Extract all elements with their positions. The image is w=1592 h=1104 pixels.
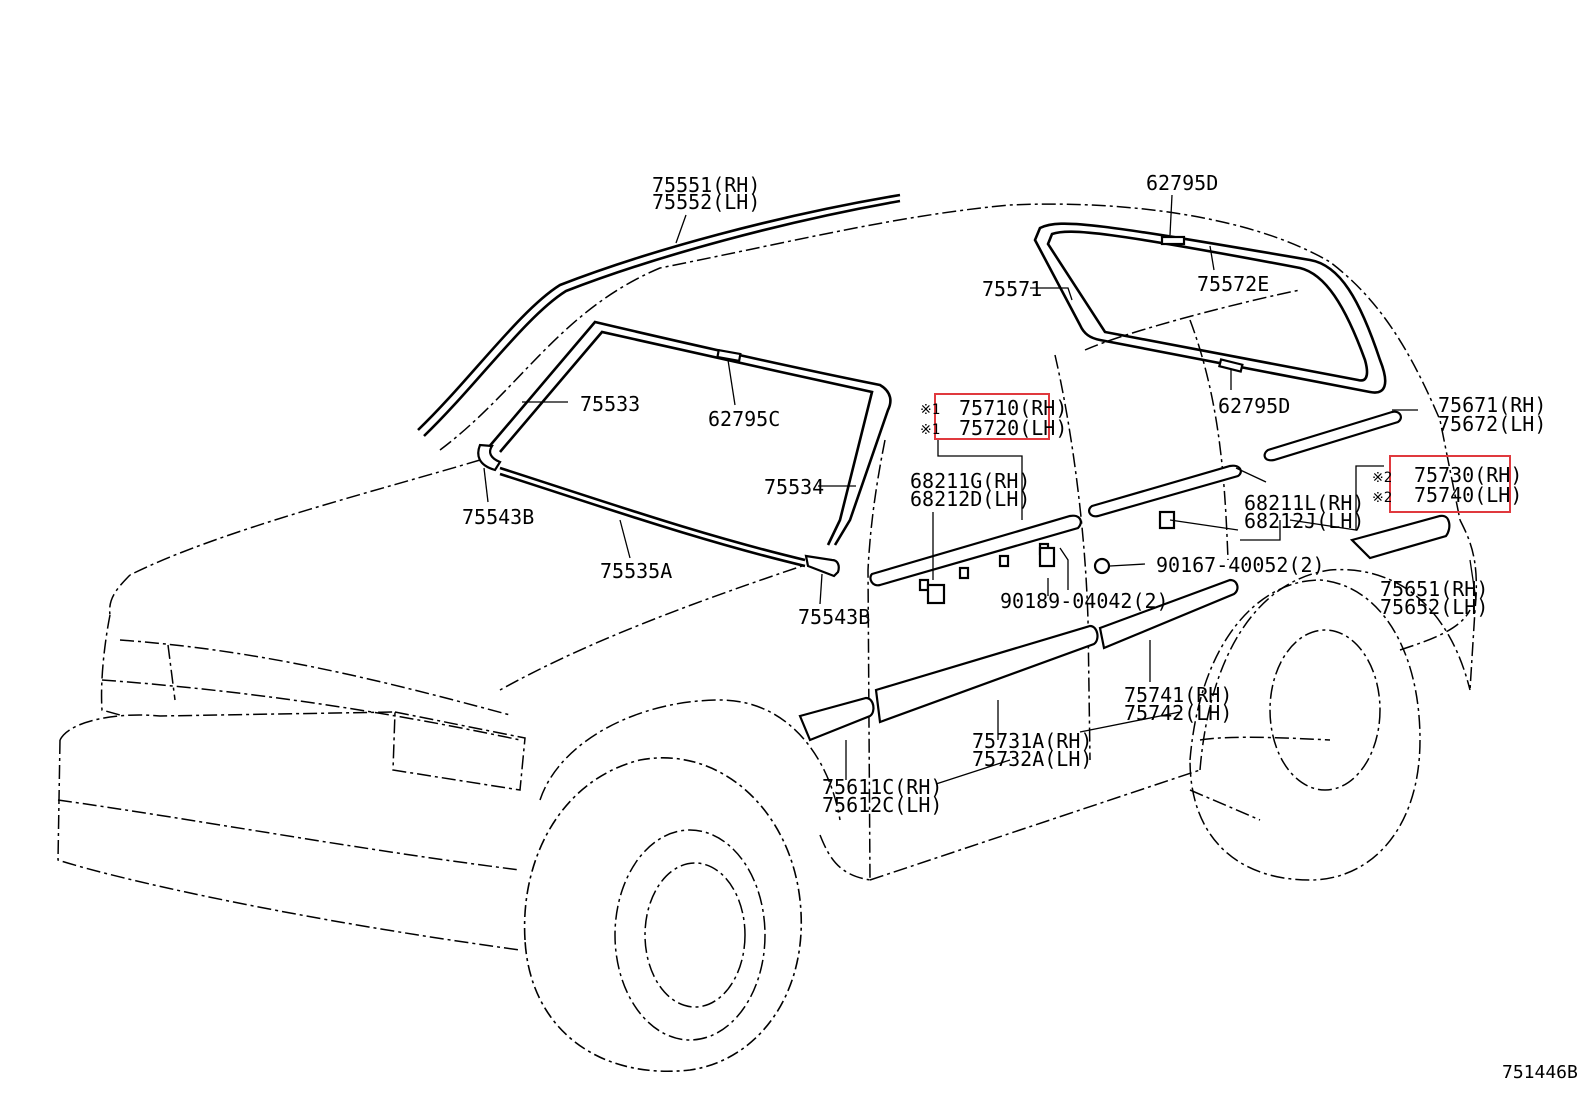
label-front-door-side-lh: 75732A(LH) xyxy=(972,747,1092,771)
front-belt-moulding xyxy=(869,514,1082,587)
front-door-side-moulding xyxy=(874,624,1099,724)
label-roof-lh: 75552(LH) xyxy=(652,190,760,214)
label-wheel-arch-lh: 75652(LH) xyxy=(1380,595,1488,619)
mark-front-belt-lh: ※1 xyxy=(920,422,940,438)
label-front-clip-rh: 68211G(RH) xyxy=(910,469,1030,493)
callout-labels: 75551(RH) 75552(LH) 62795D 75571 75572E … xyxy=(462,171,1578,1083)
wheel-arch-moulding xyxy=(1349,514,1451,560)
rear-belt-moulding xyxy=(1088,464,1242,518)
mouldings xyxy=(417,193,1451,742)
label-ws-top-clip: 62795D xyxy=(1146,171,1218,195)
windshield-moulding xyxy=(487,320,892,546)
label-rear-clip-lh: 68212J(LH) xyxy=(1244,509,1364,533)
drawing-code: 751446B xyxy=(1502,1062,1578,1083)
label-rear-door-side-lh: 75742(LH) xyxy=(1124,701,1232,725)
vehicle-outline xyxy=(57,203,1478,1072)
label-ws-side: 75534 xyxy=(764,475,824,499)
screw-a xyxy=(1093,557,1111,575)
label-front-belt-rh: 75710(RH) xyxy=(959,396,1067,420)
label-ws-lower: 75535A xyxy=(600,559,672,583)
mark-rear-belt-lh: ※2 xyxy=(1372,490,1392,506)
windshield-lower-moulding xyxy=(499,466,806,562)
label-ws-upper: 75533 xyxy=(580,392,640,416)
label-fender-side-rh: 75611C(RH) xyxy=(822,775,942,799)
fender-side-moulding xyxy=(798,696,875,742)
label-rear-door-side-rh: 75741(RH) xyxy=(1124,683,1232,707)
rear-glass-clip-bottom xyxy=(1218,358,1244,373)
label-ws-clip: 62795C xyxy=(708,407,780,431)
label-rear-upper: 75572E xyxy=(1197,272,1269,296)
label-quarter-lh: 75672(LH) xyxy=(1438,412,1546,436)
rear-door-side-moulding xyxy=(1098,578,1239,650)
label-screw-a: 90167-40052(2) xyxy=(1156,553,1325,577)
rear-glass-moulding xyxy=(1033,222,1387,394)
corner-piece-right xyxy=(804,554,840,578)
label-corner-left: 75543B xyxy=(462,505,534,529)
quarter-moulding xyxy=(1263,410,1402,462)
label-front-belt-lh: 75720(LH) xyxy=(959,416,1067,440)
screw-clip-b xyxy=(1038,546,1056,568)
mark-front-belt-rh: ※1 xyxy=(920,402,940,418)
label-front-door-side-rh: 75731A(RH) xyxy=(972,729,1092,753)
label-roof-rh: 75551(RH) xyxy=(652,173,760,197)
label-front-clip-lh: 68212D(LH) xyxy=(910,487,1030,511)
windshield-clip xyxy=(716,348,742,363)
label-screw-b: 90189-04042(2) xyxy=(1000,589,1169,613)
label-rear-belt-lh: 75740(LH) xyxy=(1414,483,1522,507)
front-belt-clip-part xyxy=(926,583,946,605)
label-wheel-arch-rh: 75651(RH) xyxy=(1380,577,1488,601)
mark-rear-belt-rh: ※2 xyxy=(1372,470,1392,486)
label-quarter-rh: 75671(RH) xyxy=(1438,393,1546,417)
roof-moulding xyxy=(417,193,901,431)
highlight-front-belt xyxy=(934,393,1050,440)
rear-glass-clip-top xyxy=(1160,235,1186,246)
label-corner-right: 75543B xyxy=(798,605,870,629)
corner-piece-left xyxy=(477,443,502,472)
label-rear-glass: 75571 xyxy=(982,277,1042,301)
label-rear-clip: 62795D xyxy=(1218,394,1290,418)
label-rear-belt-rh: 75730(RH) xyxy=(1414,463,1522,487)
leader-lines xyxy=(483,194,1477,785)
label-fender-side-lh: 75612C(LH) xyxy=(822,793,942,817)
label-rear-clip-rh: 68211L(RH) xyxy=(1244,491,1364,515)
highlight-rear-belt xyxy=(1389,455,1511,513)
